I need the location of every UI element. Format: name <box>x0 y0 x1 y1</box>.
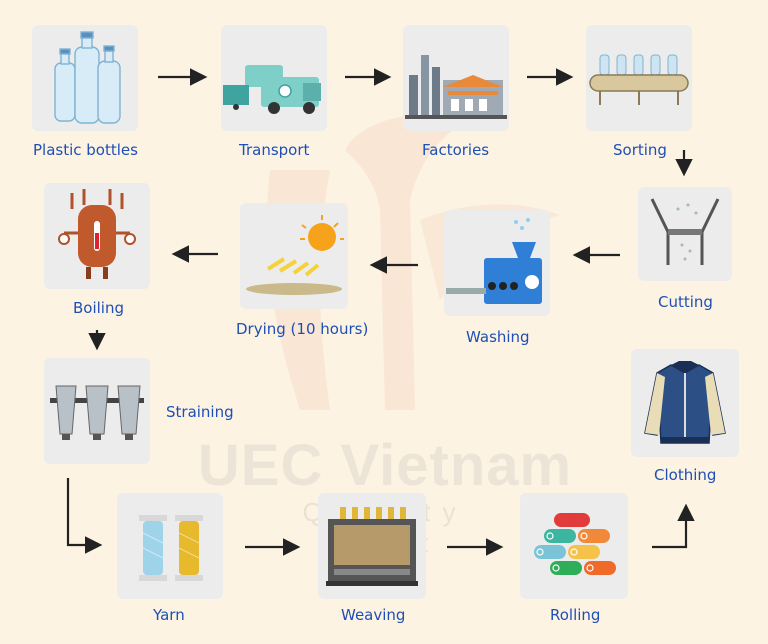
plastic-bottles-icon <box>32 25 138 131</box>
watermark-brand: UEC Vietnam <box>197 433 573 498</box>
boiling-label: Boiling <box>73 299 124 317</box>
straining-label: Straining <box>166 403 234 421</box>
cutting-icon <box>638 187 732 281</box>
transport-label: Transport <box>239 141 310 159</box>
plastic-bottles-label: Plastic bottles <box>33 141 138 159</box>
transport-icon <box>221 25 327 131</box>
fabric-rolls-icon <box>520 493 628 599</box>
drying-sun-icon <box>240 203 348 309</box>
sorting-conveyor-icon <box>586 25 692 131</box>
washing-label: Washing <box>466 328 530 346</box>
rolling-label: Rolling <box>550 606 601 624</box>
boiler-icon <box>44 183 150 289</box>
jacket-icon <box>631 349 739 457</box>
washing-machine-icon <box>444 210 550 316</box>
drying-label: Drying (10 hours) <box>236 320 369 338</box>
yarn-spools-icon <box>117 493 223 599</box>
clothing-label: Clothing <box>654 466 717 484</box>
weaving-label: Weaving <box>341 606 406 624</box>
arrow-straining-yarn <box>66 478 103 554</box>
cutting-label: Cutting <box>658 293 713 311</box>
arrow-rolling-clothing <box>652 503 695 549</box>
factory-icon <box>403 25 509 131</box>
yarn-label: Yarn <box>153 606 185 624</box>
weaving-loom-icon <box>318 493 426 599</box>
straining-icon <box>44 358 150 464</box>
factories-label: Factories <box>422 141 490 159</box>
sorting-label: Sorting <box>613 141 667 159</box>
